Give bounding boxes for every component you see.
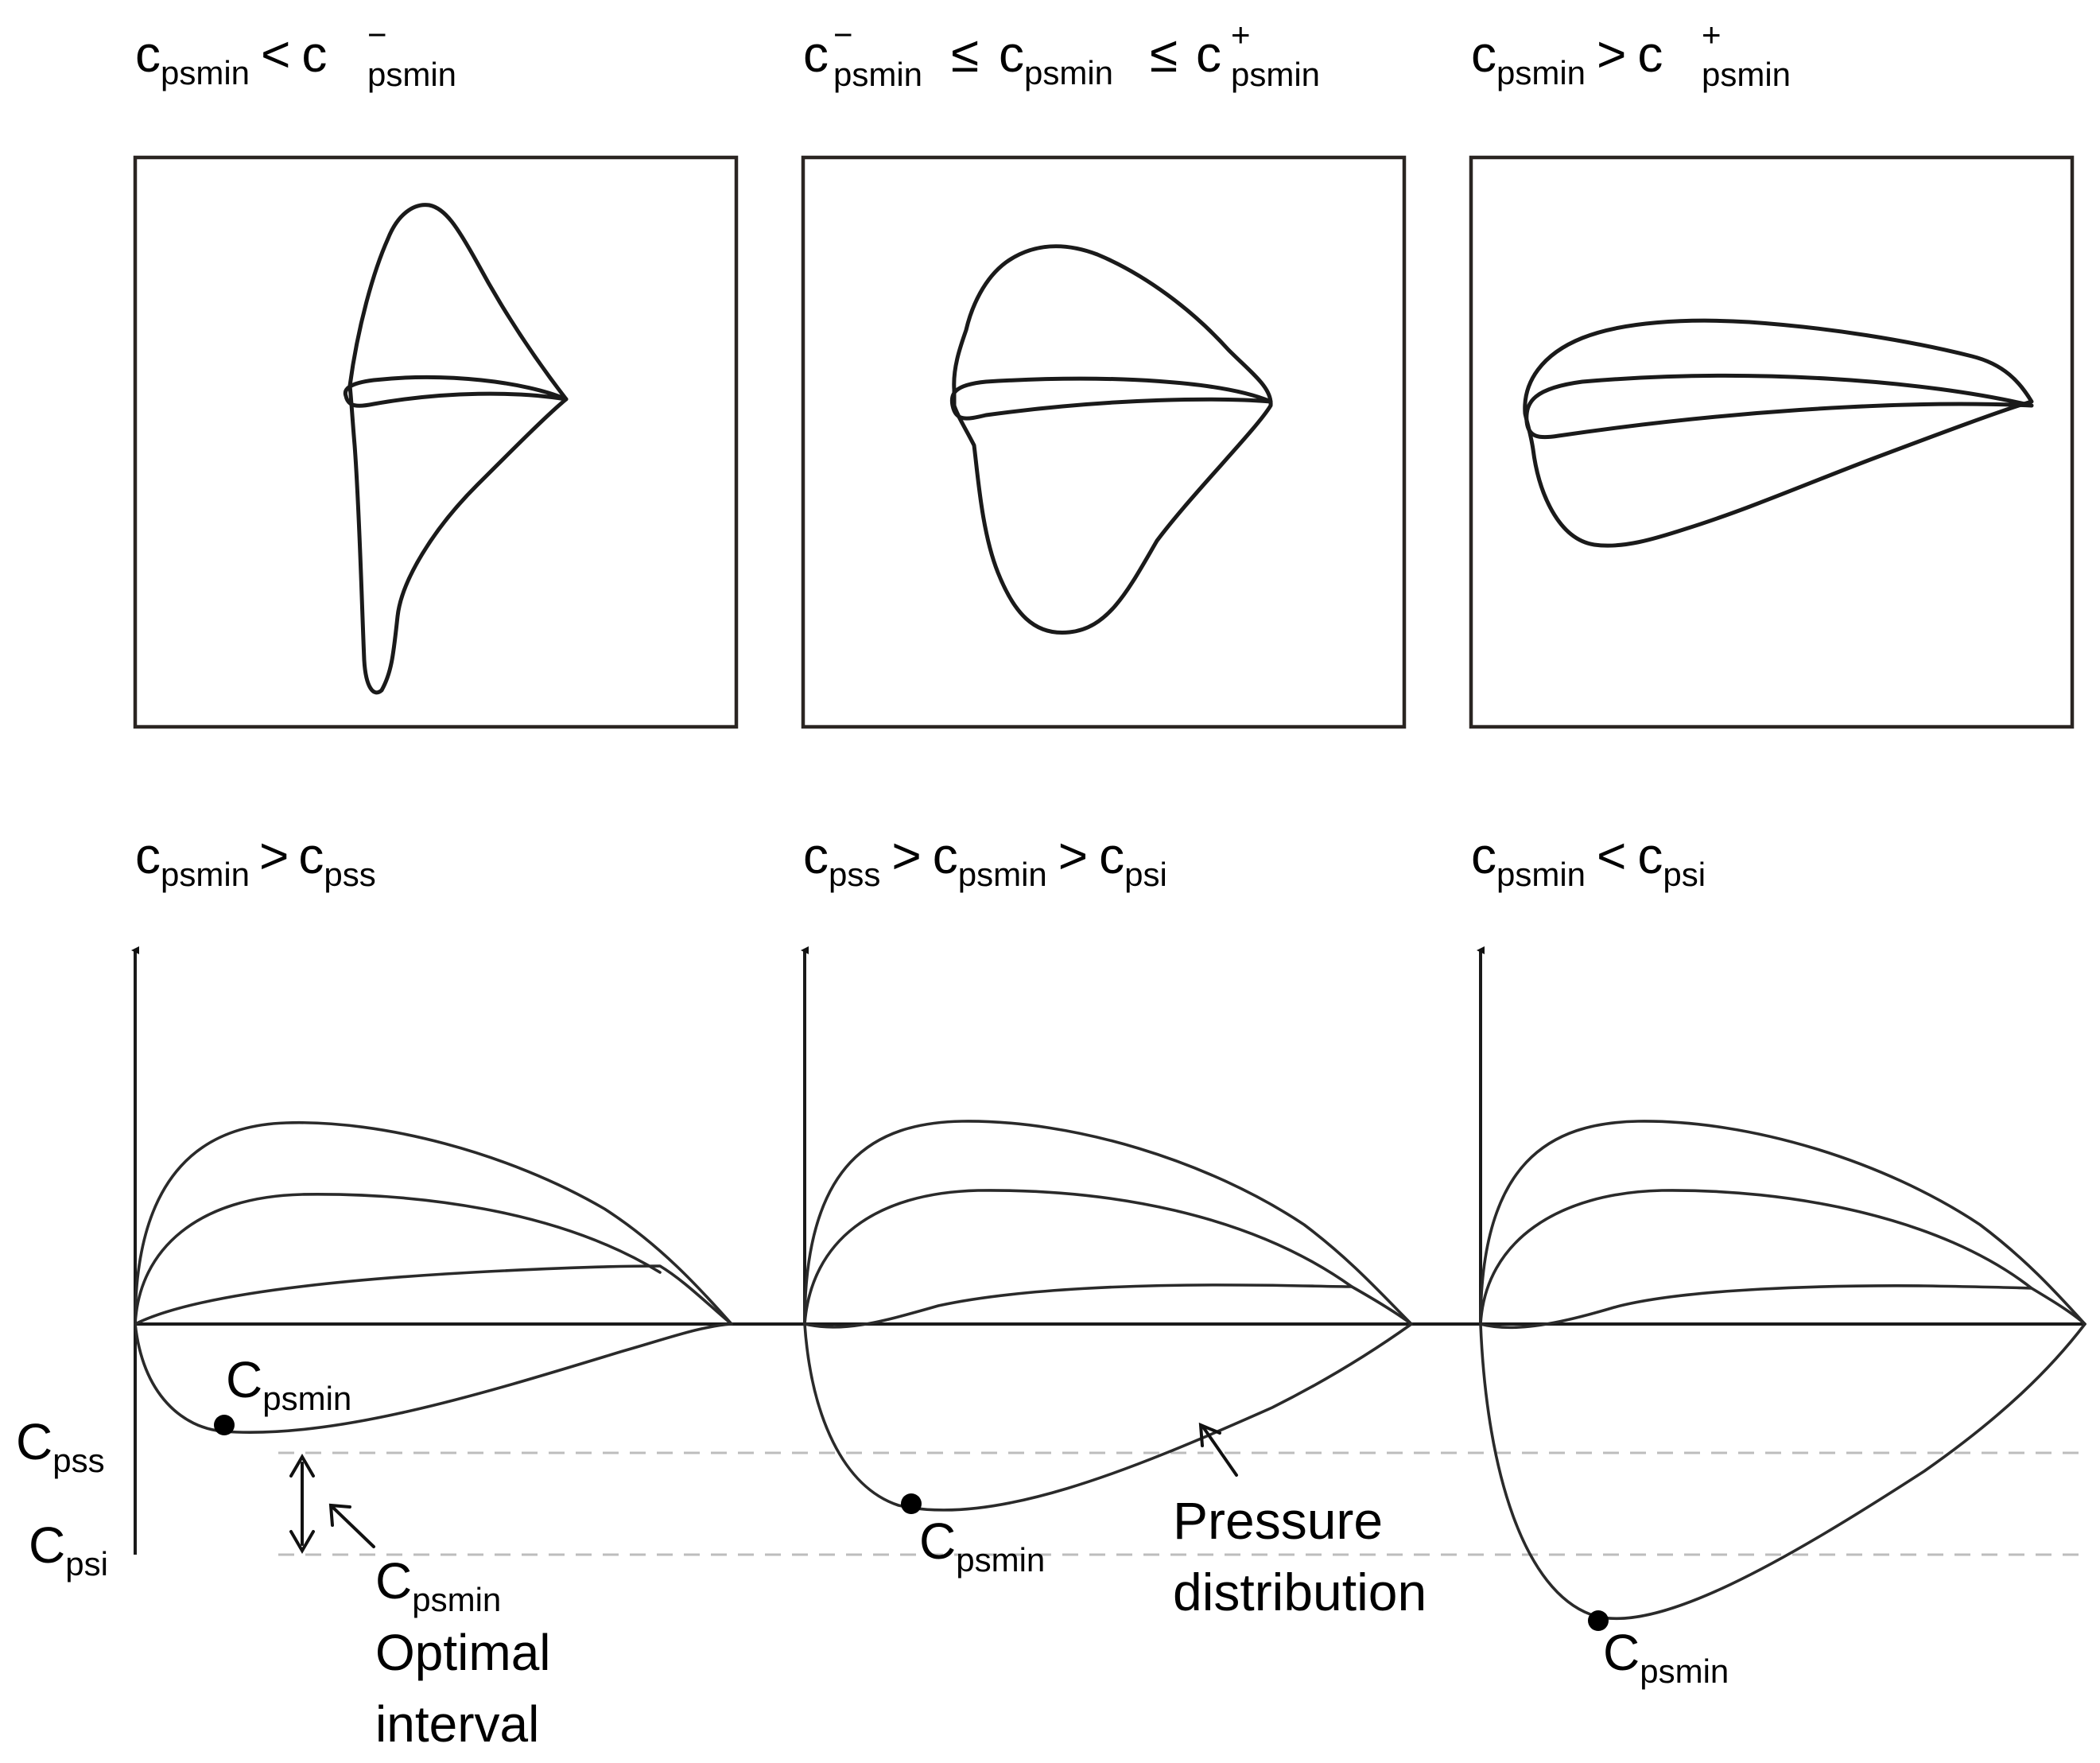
airfoil-shape: [1524, 373, 2034, 440]
svg-text:Pressure: Pressure: [1173, 1491, 1383, 1550]
pressure-outline-shape: [347, 203, 569, 695]
svg-text:cpsmin: cpsmin: [999, 25, 1113, 91]
svg-text:psmin: psmin: [833, 56, 922, 93]
pressure-outline-shape: [952, 244, 1273, 635]
top-panel-1: [133, 155, 739, 729]
optimal-interval-arrow: [289, 1454, 315, 1554]
svg-text:cpsmin<cpsi: cpsmin<cpsi: [1471, 827, 1706, 893]
panel-frame: [133, 155, 739, 729]
svg-text:c: c: [803, 25, 829, 83]
svg-text:distribution: distribution: [1173, 1563, 1427, 1621]
top-condition-1: cpsmin<c − psmin: [135, 16, 456, 93]
upper-pressure-curve: [134, 1120, 733, 1326]
pressure-distribution-pointer: [1198, 1422, 1238, 1477]
upper-pressure-curve: [803, 1120, 1413, 1326]
svg-text:c: c: [1196, 25, 1221, 83]
lower-pressure-curve: [1479, 1284, 2086, 1330]
airfoil-shape: [343, 375, 569, 408]
pressure-distribution-annotation: Pressure distribution: [1173, 1491, 1427, 1621]
optimal-interval-annotation: Cpsmin Optimal interval: [375, 1552, 551, 1753]
cpsmin-label: Cpsmin: [1603, 1624, 1729, 1690]
svg-text:cpsmin<c: cpsmin<c: [135, 25, 327, 91]
airfoil-shape: [949, 376, 1273, 421]
pressure-outline-shape: [1523, 318, 2034, 548]
middle-pressure-curve: [1479, 1189, 2033, 1326]
cpsmin-label: Cpsmin: [919, 1513, 1045, 1579]
middle-pressure-curve: [134, 1193, 662, 1326]
svg-text:≤: ≤: [951, 25, 979, 83]
svg-text:interval: interval: [375, 1695, 539, 1753]
pressure-plot-1: Cpsmin: [131, 946, 733, 1555]
cpsmin-label: Cpsmin: [226, 1351, 351, 1417]
svg-text:≤: ≤: [1150, 25, 1178, 83]
svg-text:Optimal: Optimal: [375, 1624, 551, 1681]
optimal-interval-pointer: [328, 1503, 375, 1548]
svg-text:−: −: [367, 16, 387, 53]
suction-curve: [803, 1322, 1413, 1512]
upper-pressure-curve: [1479, 1120, 2086, 1326]
pressure-plot-3: Cpsmin: [1477, 946, 2086, 1690]
cpsmin-point: [214, 1415, 235, 1435]
lower-pressure-curve: [803, 1283, 1413, 1329]
svg-text:Cpsmin: Cpsmin: [375, 1552, 501, 1618]
pressure-plot-2: Cpsmin: [801, 946, 1413, 1579]
cpsmin-point: [1588, 1610, 1609, 1631]
svg-text:cpsmin>c: cpsmin>c: [1471, 25, 1663, 91]
svg-text:+: +: [1702, 16, 1722, 53]
top-condition-2: c − psmin ≤ cpsmin ≤ c + psmin: [803, 16, 1320, 93]
bottom-condition-1: cpsmin>cpss: [135, 827, 376, 893]
svg-text:psmin: psmin: [367, 56, 456, 93]
suction-curve: [134, 1322, 733, 1434]
cpsmin-point: [901, 1493, 922, 1514]
svg-text:+: +: [1231, 16, 1251, 53]
svg-text:cpsmin>cpss: cpsmin>cpss: [135, 827, 376, 893]
top-condition-3: cpsmin>c + psmin: [1471, 16, 1791, 93]
svg-text:−: −: [833, 16, 853, 53]
lower-pressure-curve: [134, 1264, 733, 1326]
panel-frame: [1469, 155, 2075, 729]
svg-text:psmin: psmin: [1231, 56, 1320, 93]
cpss-label: Cpss: [16, 1413, 105, 1479]
svg-text:psmin: psmin: [1702, 56, 1791, 93]
bottom-condition-2: cpss>cpsmin>cpsi: [803, 827, 1167, 893]
suction-curve: [1479, 1322, 2086, 1621]
middle-pressure-curve: [803, 1189, 1353, 1326]
top-panel-2: [801, 155, 1407, 729]
top-panel-3: [1469, 155, 2075, 729]
svg-text:cpss>cpsmin>cpsi: cpss>cpsmin>cpsi: [803, 827, 1167, 893]
bottom-condition-3: cpsmin<cpsi: [1471, 827, 1706, 893]
panel-frame: [801, 155, 1407, 729]
cpsi-label: Cpsi: [29, 1516, 108, 1582]
